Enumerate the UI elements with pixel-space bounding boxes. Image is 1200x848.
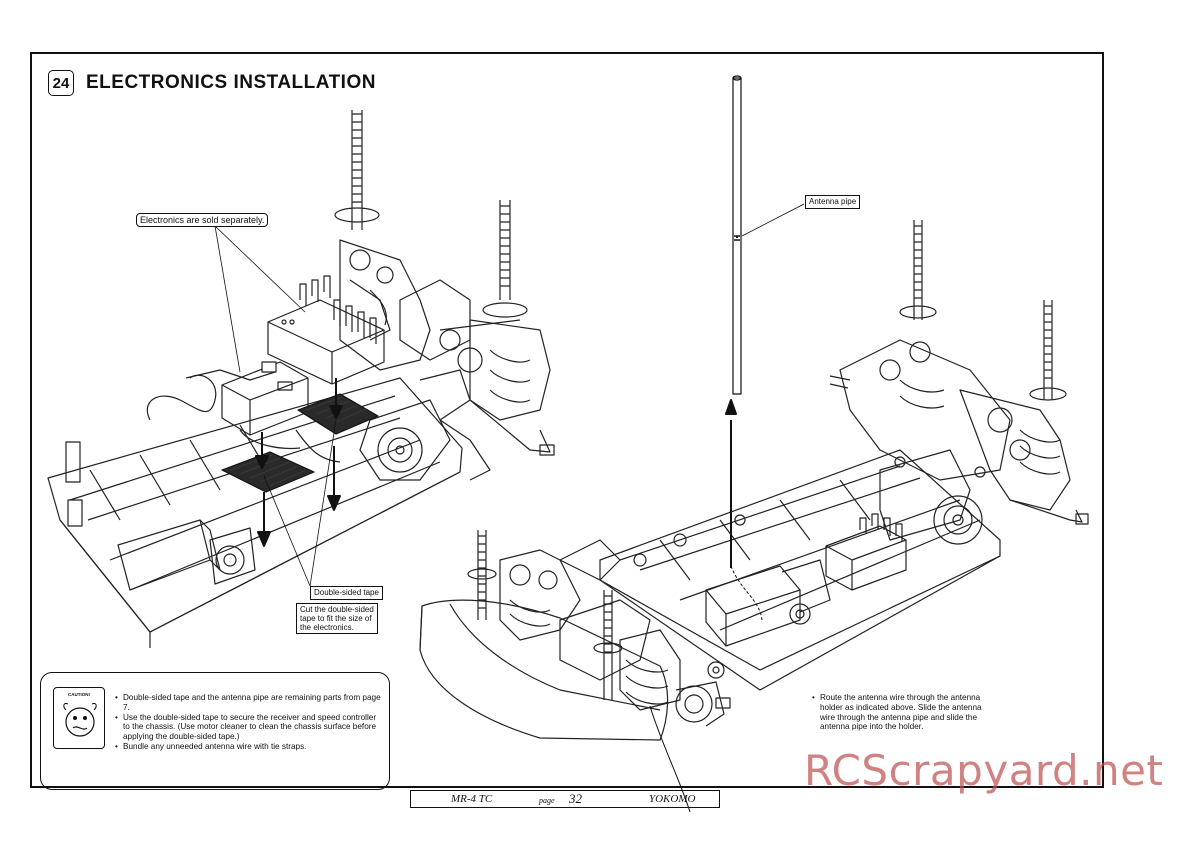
callout-antenna-pipe: Antenna pipe	[805, 195, 861, 209]
route-note-list: Route the antenna wire through the anten…	[812, 693, 998, 732]
caution-notes-list: Double-sided tape and the antenna pipe a…	[115, 693, 383, 752]
page-frame	[30, 52, 1104, 788]
cut-tape-line-2: tape to fit the size of	[300, 614, 372, 623]
callout-electronics-sold-separately: Electronics are sold separately.	[136, 213, 269, 227]
caution-box: CAUTION! Double-sided tape and the anten…	[40, 672, 390, 790]
right-chassis-drawing	[419, 220, 1089, 741]
step-number-badge: 24	[48, 70, 74, 96]
title-row: 24 ELECTRONICS INSTALLATION	[48, 70, 376, 96]
page-title: ELECTRONICS INSTALLATION	[86, 72, 376, 93]
footer-model: MR-4 TC	[451, 793, 493, 805]
caution-face-icon	[63, 703, 97, 737]
route-note: Route the antenna wire through the anten…	[812, 693, 998, 732]
footer-page-number: 32	[569, 791, 582, 806]
antenna-pipe	[732, 75, 742, 395]
up-arrow-icon	[725, 399, 737, 568]
footer-brand: YOKOMO	[649, 793, 696, 805]
caution-note: Use the double-sided tape to secure the …	[115, 713, 383, 742]
footer-box: MR-4 TC page 32 YOKOMO	[410, 790, 720, 808]
down-arrow-icon	[255, 378, 343, 547]
watermark: RCScrapyard.net	[804, 746, 1164, 795]
callout-cut-tape-instruction: Cut the double-sided tape to fit the siz…	[296, 603, 378, 634]
caution-note: Double-sided tape and the antenna pipe a…	[115, 693, 383, 713]
caution-icon-frame: CAUTION!	[53, 687, 105, 749]
callout-double-sided-tape: Double-sided tape	[310, 586, 383, 600]
caution-label: CAUTION!	[68, 692, 90, 697]
cut-tape-line-1: Cut the double-sided	[300, 605, 374, 614]
antenna-wire	[730, 565, 763, 621]
cut-tape-line-3: the electronics.	[300, 623, 354, 632]
footer-page-label: page	[539, 796, 555, 805]
caution-note: Bundle any unneeded antenna wire with ti…	[115, 742, 383, 752]
double-sided-tape-pads	[221, 393, 379, 493]
